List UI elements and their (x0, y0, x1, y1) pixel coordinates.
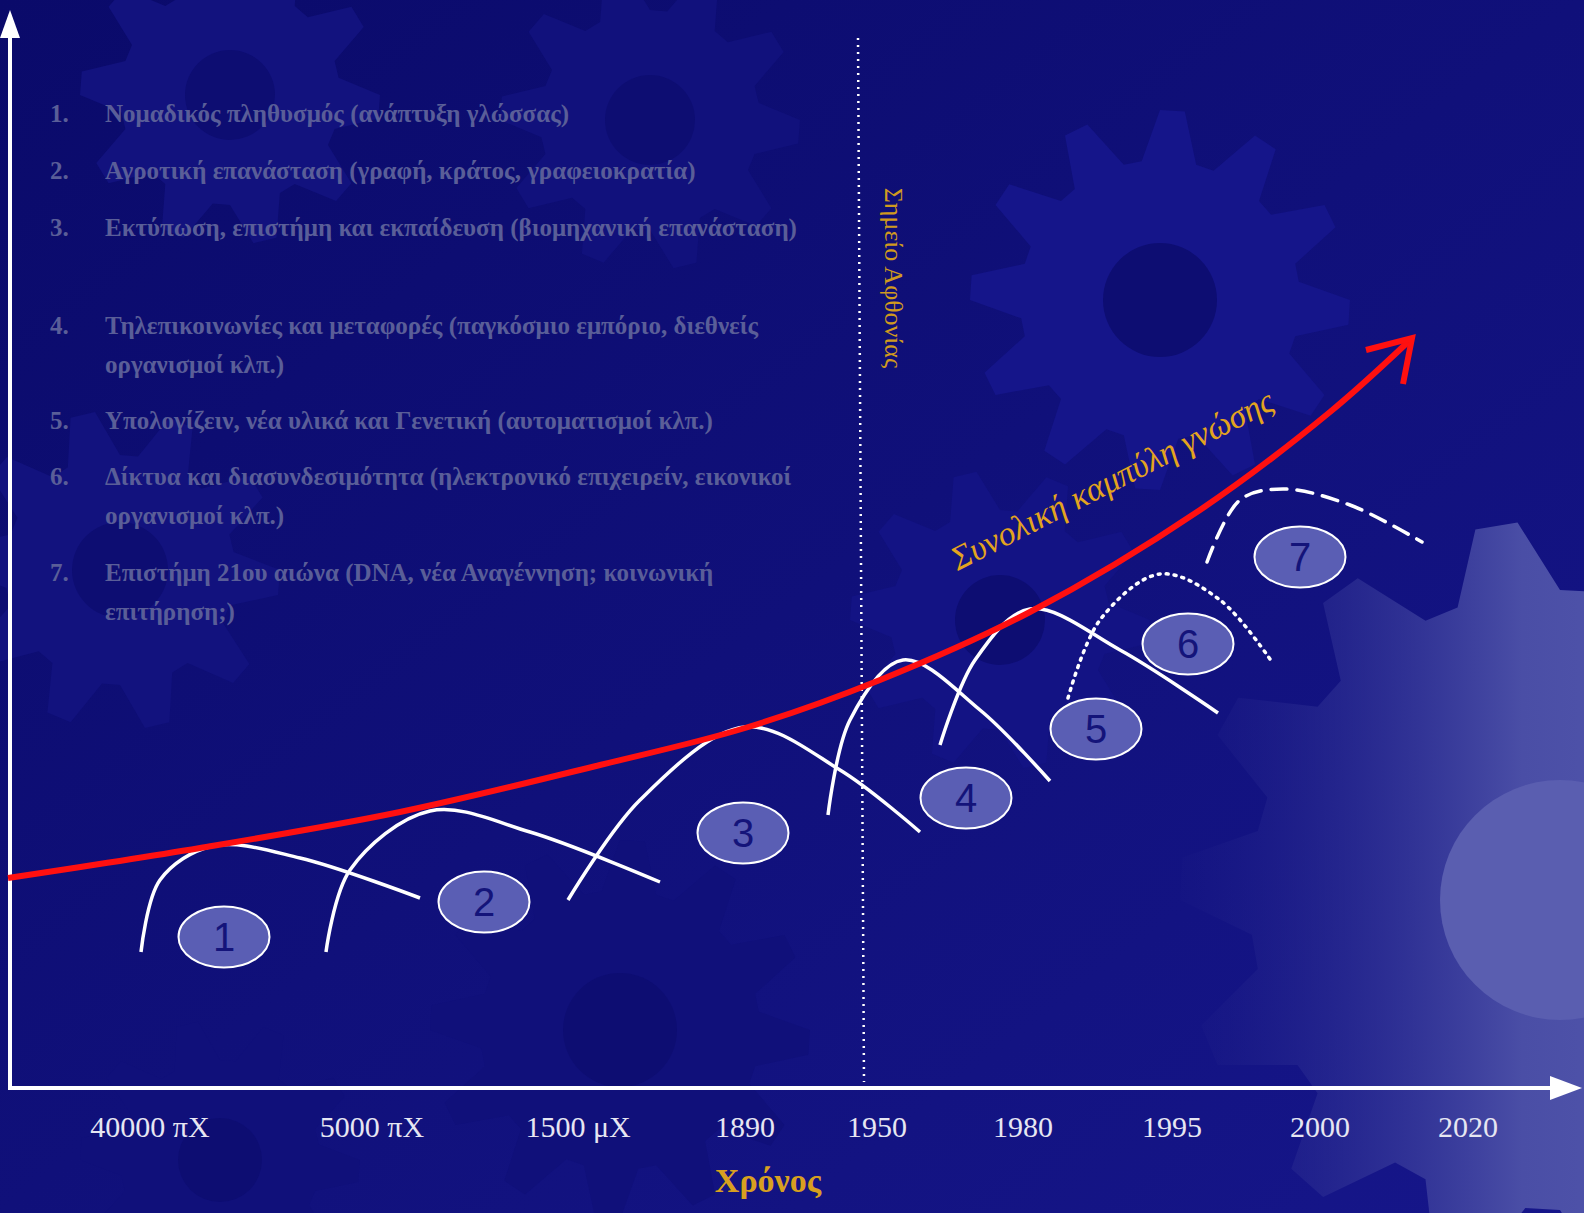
list-item: Επιστήμη 21ου αιώνα (DNA, νέα Αναγέννηση… (105, 553, 835, 631)
list-item: Αγροτική επανάσταση (γραφή, κράτος, γραφ… (105, 151, 835, 190)
list-number: 6. (50, 457, 69, 496)
generation-ellipse: 4 (919, 766, 1013, 830)
ellipse-outline (1051, 699, 1142, 760)
gear-hub (955, 575, 1045, 665)
year-label: 2000 (1290, 1110, 1350, 1144)
background-gear (80, 1022, 360, 1213)
year-label: 1500 μΧ (525, 1110, 630, 1144)
year-label: 40000 πΧ (90, 1110, 209, 1144)
gear-hub (1440, 780, 1584, 1020)
list-item: Υπολογίζειν, νέα υλικά και Γενετική (αυτ… (105, 401, 835, 440)
callout-number: 4 (955, 778, 977, 818)
generation-ellipse: 2 (437, 870, 531, 934)
list-number: 7. (50, 553, 69, 592)
generation-ellipse: 7 (1253, 525, 1347, 589)
year-label: 1995 (1142, 1110, 1202, 1144)
abundance-line (858, 38, 864, 1082)
list-number: 3. (50, 208, 69, 247)
generation-ellipse: 6 (1141, 612, 1235, 676)
background-gear (430, 840, 810, 1213)
knowledge-curve (8, 342, 1408, 878)
year-label: 1950 (847, 1110, 907, 1144)
list-item: Δίκτυα και διασυνδεσιμότητα (ηλεκτρονικό… (105, 457, 835, 535)
gear-hub (563, 973, 677, 1087)
callout-number: 2 (473, 882, 495, 922)
list-item: Τηλεπικοινωνίες και μεταφορές (παγκόσμιο… (105, 306, 835, 384)
year-label: 5000 πΧ (320, 1110, 424, 1144)
gear-hub (605, 75, 695, 165)
gear-hub (1103, 243, 1217, 357)
generation-ellipse: 5 (1049, 697, 1143, 761)
callout-number: 7 (1289, 537, 1311, 577)
generation-curve (568, 727, 920, 900)
ellipse-outline (1255, 527, 1346, 588)
list-item: Εκτύπωση, επιστήμη και εκπαίδευση (βιομη… (105, 208, 835, 247)
generation-curve (1068, 574, 1272, 698)
year-label: 1890 (715, 1110, 775, 1144)
generation-ellipse: 3 (696, 801, 790, 865)
generation-ellipse: 1 (177, 905, 271, 969)
ellipse-outline (698, 803, 789, 864)
callout-number: 6 (1177, 624, 1199, 664)
callout-number: 5 (1085, 709, 1107, 749)
generation-curve (326, 810, 660, 952)
curve-arrowhead (1366, 338, 1412, 384)
year-label: 2020 (1438, 1110, 1498, 1144)
callout-number: 1 (213, 917, 235, 957)
ellipse-outline (179, 907, 270, 968)
axis-arrowhead (0, 10, 20, 38)
ellipse-outline (1143, 614, 1234, 675)
axis-arrowhead (1550, 1076, 1582, 1100)
list-number: 4. (50, 306, 69, 345)
list-number: 5. (50, 401, 69, 440)
year-label: 1980 (993, 1110, 1053, 1144)
x-axis (8, 1086, 1555, 1090)
list-number: 1. (50, 94, 69, 133)
abundance-label: Σημείο Αφθονίας (878, 188, 908, 369)
callout-number: 3 (732, 813, 754, 853)
background-gear (1180, 522, 1584, 1213)
ellipse-outline (921, 768, 1012, 829)
list-item: Νομαδικός πληθυσμός (ανάπτυξη γλώσσας) (105, 94, 835, 133)
ellipse-outline (439, 872, 530, 933)
list-number: 2. (50, 151, 69, 190)
y-axis (8, 30, 12, 1090)
axis-title: Χρόνος (715, 1162, 821, 1200)
